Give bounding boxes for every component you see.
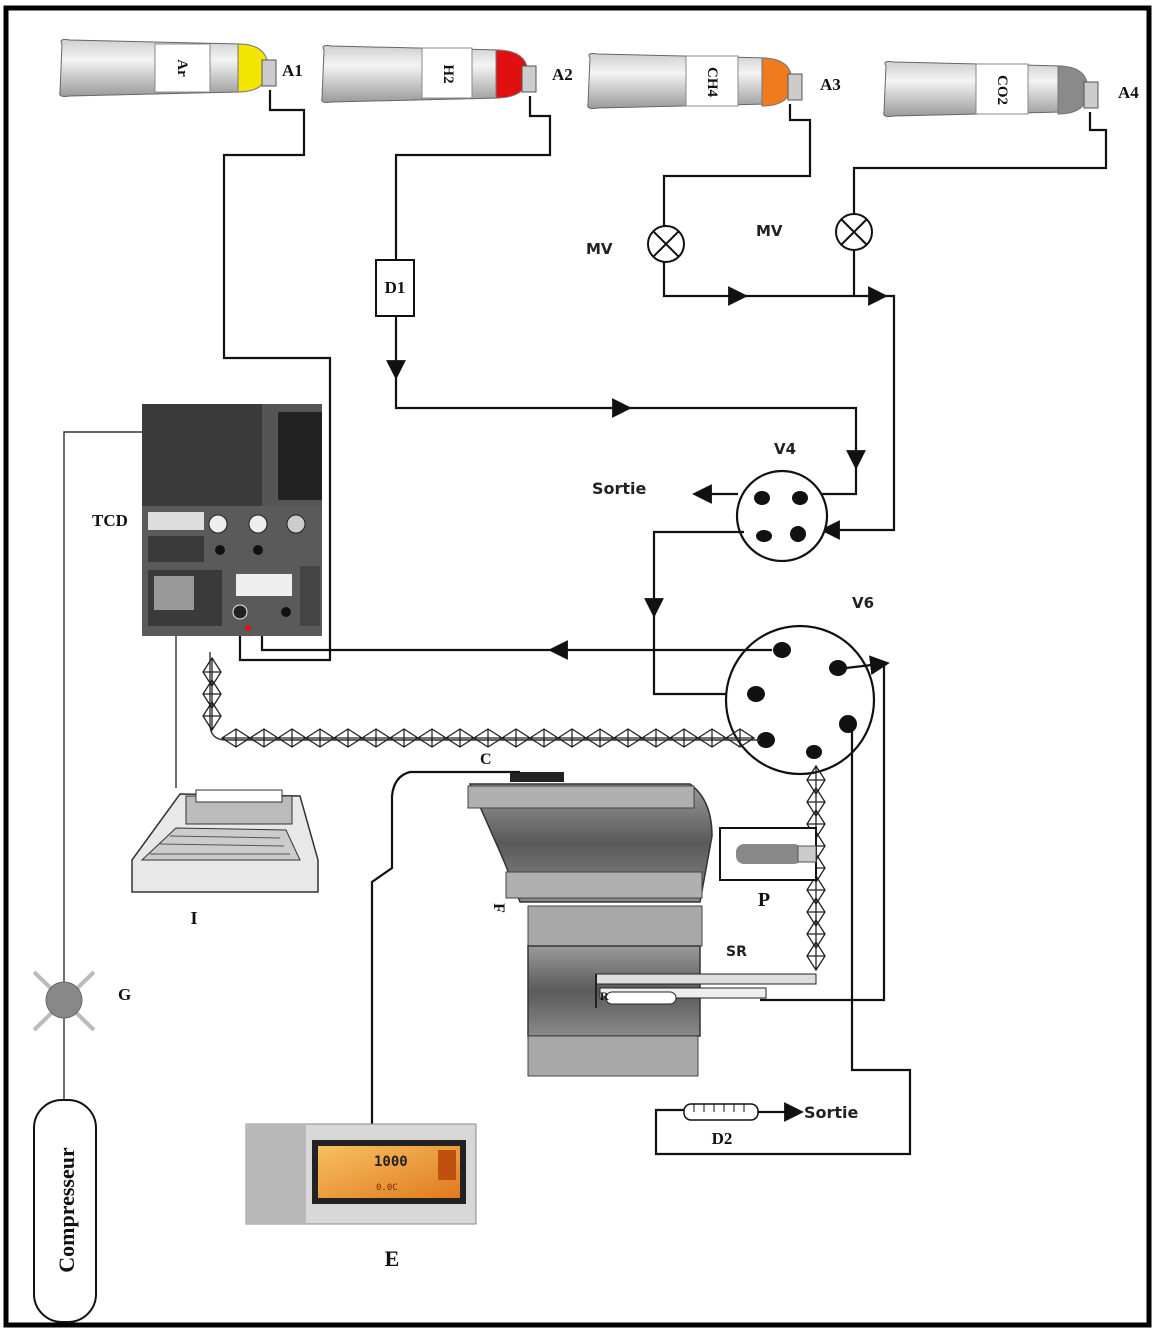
temperature-controller-e [246, 1124, 476, 1224]
braid-segment [807, 942, 825, 970]
line-co2 [854, 112, 1106, 214]
braid-segment [530, 729, 558, 747]
valve-v4 [737, 471, 827, 561]
cylinder-tag-a4: A4 [1118, 83, 1139, 102]
label-f: F [490, 903, 507, 913]
braid-segment [278, 729, 306, 747]
cylinder-tag-a2: A2 [552, 65, 573, 84]
braid-segment [203, 658, 221, 686]
braid-segment [698, 729, 726, 747]
printer [132, 790, 318, 892]
display-value: 1000 [374, 1154, 408, 1170]
tcd-instrument [142, 404, 322, 636]
braid-segment [558, 729, 586, 747]
braid-segment [390, 729, 418, 747]
label-sortie-bottom: Sortie [804, 1103, 859, 1122]
label-d1: D1 [385, 278, 406, 297]
label-sortie-top: Sortie [592, 479, 647, 498]
display-small: 0.0C [376, 1183, 398, 1193]
line-h2 [396, 96, 550, 260]
line-ch4 [664, 104, 810, 226]
label-p: P [758, 889, 770, 911]
label-r: R [600, 989, 609, 1003]
label-d2: D2 [712, 1129, 733, 1148]
braid-segment [306, 729, 334, 747]
cylinder-tag-a1: A1 [282, 61, 303, 80]
braid-segment [614, 729, 642, 747]
filter-d2 [684, 1104, 758, 1120]
cylinder-a3: CH4 A3 [588, 54, 841, 109]
label-v4: V4 [774, 440, 796, 458]
label-c: C [480, 751, 492, 768]
cylinder-a1: Ar A1 [60, 40, 303, 97]
label-mv-left: MV [586, 240, 613, 258]
cylinder-a4: CO2 A4 [884, 62, 1140, 117]
column-line [210, 652, 760, 740]
cylinder-a2: H2 A2 [322, 46, 573, 103]
syringe-p [720, 828, 816, 880]
label-i: I [190, 908, 197, 928]
gas-label-co2: CO2 [994, 75, 1010, 105]
braid-segment [334, 729, 362, 747]
furnace [468, 772, 712, 1076]
gas-label-ch4: CH4 [704, 67, 720, 98]
label-v6: V6 [852, 594, 874, 612]
braid-segment [362, 729, 390, 747]
label-g: G [118, 985, 131, 1004]
braid-segment [670, 729, 698, 747]
braid-segment [250, 729, 278, 747]
braid-segment [222, 729, 250, 747]
braid-segment [418, 729, 446, 747]
braided-column [203, 658, 754, 747]
label-compresseur: Compresseur [54, 1147, 79, 1273]
gas-label-ar: Ar [174, 59, 190, 77]
reactor-sr [596, 974, 816, 1008]
label-sr: SR [726, 944, 747, 960]
cylinder-tag-a3: A3 [820, 75, 841, 94]
braid-segment [642, 729, 670, 747]
label-e: E [385, 1246, 400, 1271]
braid-segment [502, 729, 530, 747]
gas-label-h2: H2 [440, 64, 456, 83]
label-tcd: TCD [92, 511, 128, 530]
braid-segment [446, 729, 474, 747]
braid-segment [474, 729, 502, 747]
braid-segment [586, 729, 614, 747]
frame [6, 8, 1149, 1325]
label-mv-right: MV [756, 222, 783, 240]
